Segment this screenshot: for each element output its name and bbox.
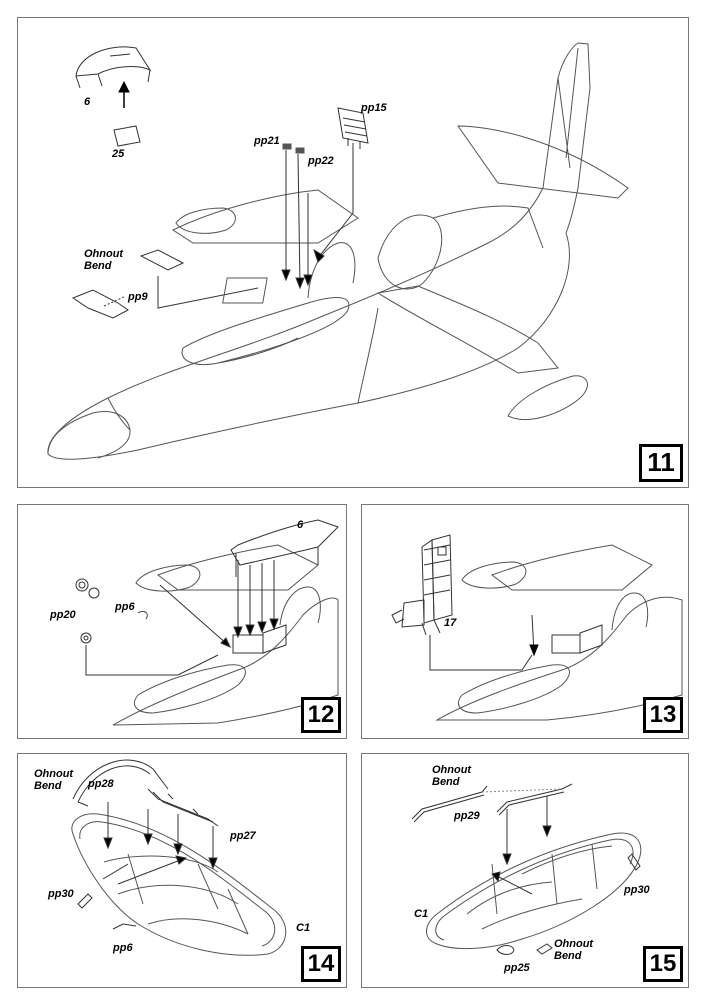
step-12-drawing [75,519,339,726]
nose-cone [47,411,131,459]
label-pp28: pp28 [88,778,114,790]
part-pp20 [75,578,100,644]
label-pp21: pp21 [254,135,280,147]
step-12-panel: 6 pp20 pp6 12 [17,504,347,739]
label-ohnout: Ohnout [84,248,124,260]
label-part-6: 6 [84,96,91,108]
step-number-15: 15 [643,946,683,982]
label-part-6: 6 [297,519,304,531]
fuselage-outline [435,596,683,721]
label-part-25: 25 [112,148,125,160]
left-tip-tank [175,207,236,234]
label-pp27: pp27 [230,830,256,842]
step-number-14: 14 [301,946,341,982]
left-tip-tank [135,564,201,592]
label-ohnout: Ohnout [432,764,472,776]
right-tip-tank [507,375,588,420]
label-c1: C1 [296,922,311,934]
step-number-13: 13 [643,697,683,733]
label-pp6: pp6 [115,601,135,613]
windscreen [279,586,321,626]
rear-canopy [377,214,443,290]
label-pp6: pp6 [113,942,133,954]
label-pp29: pp29 [454,810,480,822]
cockpit-instruments [551,634,581,654]
cockpit-rim [458,664,570,714]
pp9-leader [157,276,259,309]
step-15-panel: Ohnout Bend pp29 pp30 C1 pp25 Ohnout Ben… [361,753,689,988]
part-pp6 [137,610,148,620]
label-ohnout: Ohnout [34,768,74,780]
canopy-c1 [71,813,287,956]
assembly-arrows [102,802,218,885]
cockpit-instruments [232,634,264,654]
step-13-panel: 17 13 [361,504,689,739]
fuselage-outline [112,597,339,726]
label-bend: Bend [34,780,62,792]
part-6-canopy-frame [75,46,152,89]
part-25 [113,125,141,147]
assembly-arrows [159,560,279,648]
left-wing [490,544,653,591]
tail-plane [457,125,629,199]
label-ohnout-2: Ohnout [554,938,594,950]
label-c1: C1 [414,908,429,920]
label-pp22: pp22 [308,155,334,167]
part-pp29 [411,783,573,823]
label-pp20: pp20 [50,609,76,621]
part-pp9 [71,249,185,319]
assembly-arrows [281,143,354,290]
part-6-canopy [230,519,339,566]
step-11-panel: 6 25 pp21 pp22 pp15 Ohnout Bend pp9 11 [17,17,689,488]
windscreen [611,592,649,631]
part-pp15 [337,107,369,149]
cockpit-rim [181,297,350,365]
part-pp6 [112,923,137,930]
left-wing [171,189,359,244]
step-number-12: 12 [301,697,341,733]
label-pp15: pp15 [361,102,387,114]
assembly-arrows [491,796,552,895]
label-bend-2: Bend [554,950,582,962]
part-17-ejection-seat [391,534,453,636]
part-pp30 [627,853,641,871]
part-pp21 [282,143,292,150]
label-pp9: pp9 [128,291,148,303]
step-14-drawing [71,759,287,956]
part-pp30 [77,893,93,909]
step-number-11: 11 [639,444,683,482]
label-pp30: pp30 [624,884,650,896]
left-tip-tank [461,561,527,589]
label-pp30: pp30 [48,888,74,900]
canopy-c1 [426,832,642,950]
step-13-drawing [391,534,683,721]
seat-leader [429,635,533,671]
part-pp28 [72,759,169,807]
cockpit-rim [134,664,246,714]
label-bend: Bend [432,776,460,788]
step-14-panel: Ohnout Bend pp28 pp27 pp30 C1 pp6 14 [17,753,347,988]
fuselage-outline [47,42,591,460]
part-pp22 [295,147,305,154]
part-pp25 [496,945,515,955]
label-part-17: 17 [444,617,457,629]
step-15-drawing [411,783,642,955]
label-bend: Bend [84,260,112,272]
part-pp27 [147,788,219,827]
step-11-drawing [47,42,629,460]
right-wing [376,285,559,374]
pp20-leader [85,645,219,676]
part-pp25-bent [536,943,553,955]
label-pp25: pp25 [504,962,530,974]
